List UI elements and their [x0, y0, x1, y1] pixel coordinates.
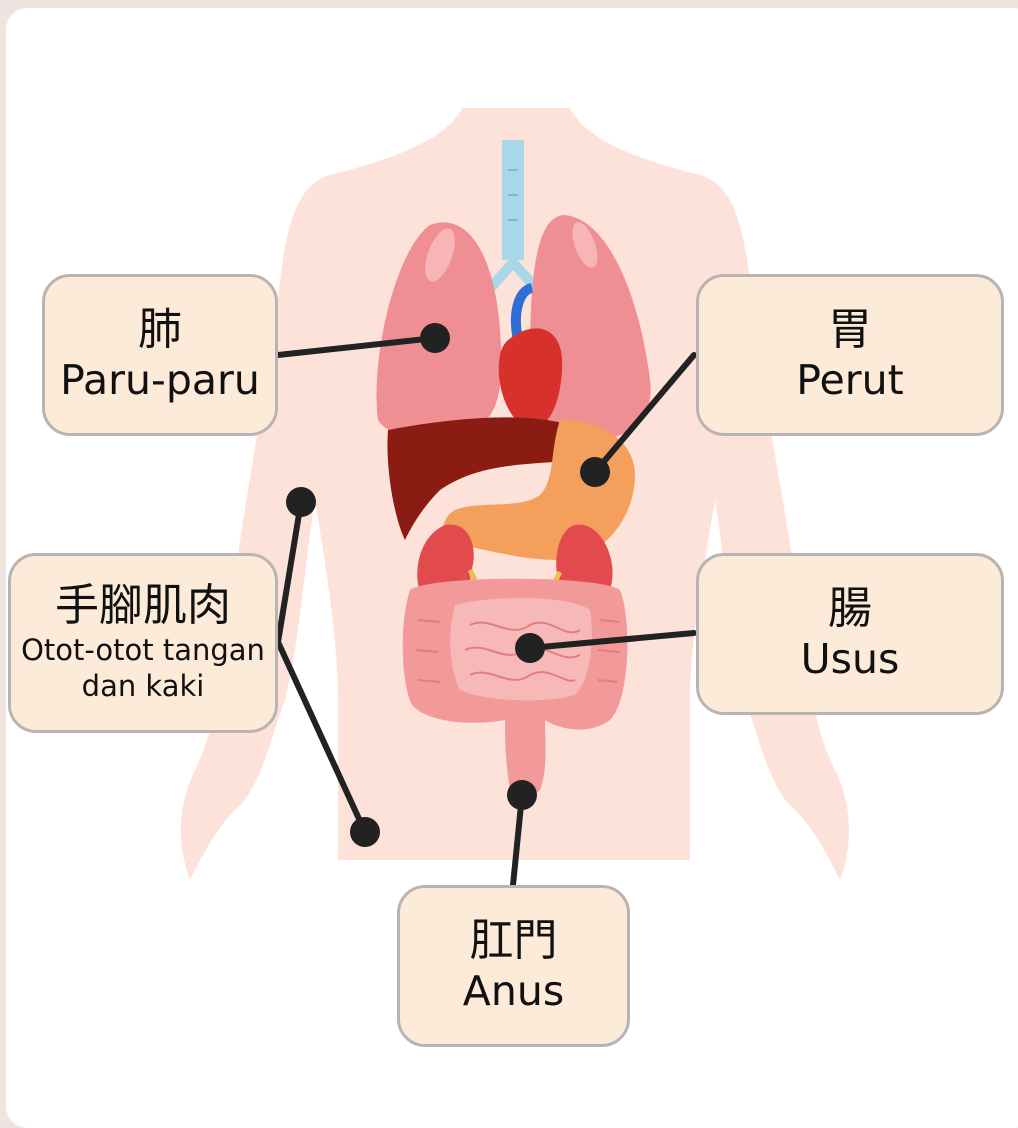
dot-anus — [507, 780, 537, 810]
label-muscles-chinese: 手腳肌肉 — [55, 581, 231, 632]
label-lungs: 肺 Paru-paru — [42, 274, 278, 436]
label-stomach-chinese: 胃 — [828, 305, 872, 356]
label-muscles: 手腳肌肉 Otot-otot tangan dan kaki — [8, 553, 278, 733]
dot-muscles-lower — [350, 817, 380, 847]
label-lungs-chinese: 肺 — [138, 305, 182, 356]
dot-muscles-upper — [286, 487, 316, 517]
dot-intestines — [515, 633, 545, 663]
label-anus-malay: Anus — [463, 967, 564, 1016]
label-muscles-malay: Otot-otot tangan dan kaki — [21, 632, 265, 705]
label-intestines: 腸 Usus — [696, 553, 1004, 715]
label-lungs-malay: Paru-paru — [60, 356, 260, 405]
label-stomach: 胃 Perut — [696, 274, 1004, 436]
label-intestines-chinese: 腸 — [828, 584, 872, 635]
label-stomach-malay: Perut — [796, 356, 903, 405]
dot-lungs — [420, 323, 450, 353]
label-anus-chinese: 肛門 — [470, 916, 558, 967]
label-intestines-malay: Usus — [801, 635, 900, 684]
label-anus: 肛門 Anus — [397, 885, 630, 1047]
dot-stomach — [580, 457, 610, 487]
